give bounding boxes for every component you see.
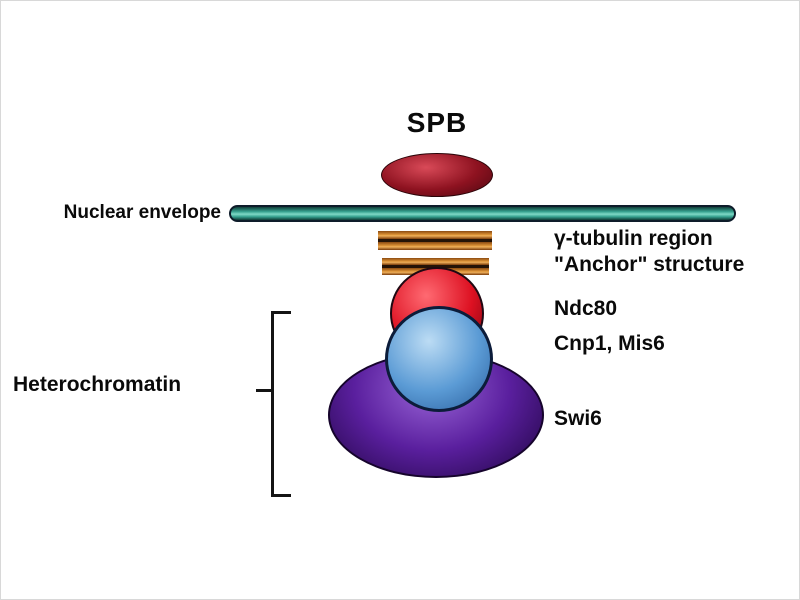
nuclear-envelope-label: Nuclear envelope — [63, 202, 221, 223]
heterochromatin-bracket-tick — [256, 389, 273, 392]
spb-ellipse — [381, 153, 493, 197]
spb-label: SPB — [406, 107, 468, 138]
heterochromatin-label: Heterochromatin — [13, 373, 182, 396]
ndc80-label: Ndc80 — [554, 297, 618, 320]
gamma-tubulin-stripes — [378, 231, 492, 250]
nuclear-envelope-bar — [229, 205, 736, 222]
gamma-tubulin-label: γ-tubulin region — [554, 227, 713, 250]
anchor-stripe — [378, 231, 492, 239]
anchor-structure-label: "Anchor" structure — [554, 253, 745, 276]
anchor-stripe — [378, 242, 492, 250]
anchor-stripe — [382, 258, 489, 265]
cnp1-mis6-label: Cnp1, Mis6 — [554, 332, 665, 355]
cnp1-mis6-sphere — [385, 306, 493, 412]
heterochromatin-bracket — [271, 311, 291, 497]
swi6-label: Swi6 — [554, 407, 602, 430]
